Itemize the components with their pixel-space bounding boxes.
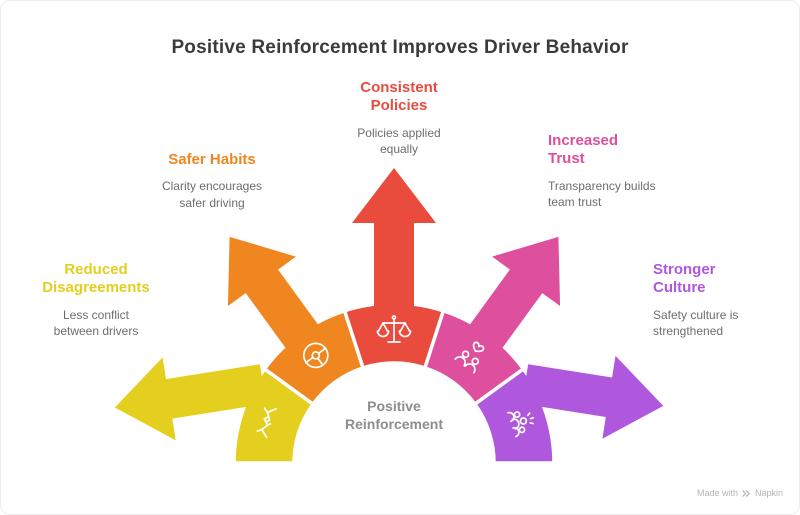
steering-wheel-icon [302,342,329,369]
watermark-text: Made with [696,488,738,498]
section-description-reduced-disagreements: Less conflict between drivers [53,307,139,339]
team-icon [507,411,535,438]
section-label-safer-habits: Safer Habits Clarity encourages safer dr… [152,151,272,212]
section-label-increased-trust: Increased Trust Transparency builds team… [548,132,673,211]
arrow-increased-trust [465,236,561,354]
arrow-reduced-disagreements [114,357,267,441]
section-label-reduced-disagreements: Reduced Disagreements Less conflict betw… [16,261,176,340]
arc-arrows [114,168,664,441]
watermark-brand: Napkin [754,488,783,498]
section-description-increased-trust: Transparency builds team trust [548,178,656,210]
section-heading-safer-habits: Safer Habits [168,151,256,168]
arrow-stronger-culture [521,355,664,439]
section-heading-stronger-culture: Stronger Culture [653,261,716,297]
people-heart-icon [454,341,485,374]
section-heading-consistent-policies: Consistent Policies [360,79,438,115]
section-label-stronger-culture: Stronger Culture Safety culture is stren… [653,261,763,340]
center-label: Positive Reinforcement [344,398,444,433]
napkin-watermark[interactable]: Made with Napkin [697,488,783,498]
scales-icon [376,315,412,343]
section-description-stronger-culture: Safety culture is strengthened [653,307,739,339]
arrow-consistent-policies [352,168,436,313]
segment-icons [256,315,535,439]
page-title: Positive Reinforcement Improves Driver B… [171,37,629,58]
section-heading-reduced-disagreements: Reduced Disagreements [42,261,150,297]
section-heading-increased-trust: Increased Trust [548,132,619,168]
section-label-consistent-policies: Consistent Policies Policies applied equ… [339,79,459,158]
napkin-logo-icon [742,489,750,497]
handshake-icon [256,407,277,439]
section-description-safer-habits: Clarity encourages safer driving [161,179,263,211]
section-description-consistent-policies: Policies applied equally [357,125,441,157]
arrow-safer-habits [227,236,323,354]
